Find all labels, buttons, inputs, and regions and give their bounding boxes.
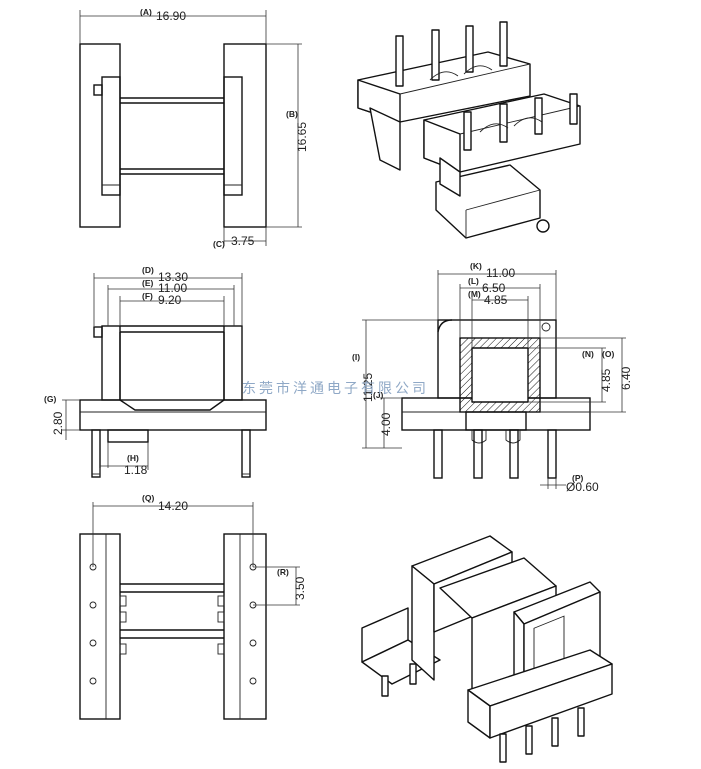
dimension-f-label: (F)	[142, 291, 153, 301]
dimension-k-value: 11.00	[486, 266, 515, 280]
dimension-i-value: 11.25	[361, 373, 375, 402]
dimension-c: (C) 3.75	[213, 227, 267, 249]
dimension-a-label: (A)	[140, 7, 152, 17]
dimension-n: (N) 4.85	[528, 347, 613, 403]
dimension-k-label: (K)	[470, 261, 482, 271]
dimension-l-value: 6.50	[482, 281, 506, 295]
dimension-k: (K) 11.00	[437, 261, 557, 320]
dimension-f-value: 9.20	[158, 293, 182, 307]
dimension-q: (Q) 14.20	[92, 493, 254, 567]
dimension-o-label: (O)	[602, 349, 614, 359]
dimension-i: (I) 11.25	[352, 319, 438, 449]
dimension-c-label: (C)	[213, 239, 225, 249]
dimension-o-value: 6.40	[619, 366, 633, 390]
dimension-f: (F) 9.20	[119, 291, 225, 326]
dimension-r: (R) 3.50	[253, 566, 307, 606]
dimension-a: (A) 16.90	[79, 7, 267, 44]
front-view	[79, 325, 267, 478]
dimension-e-value: 11.00	[158, 281, 187, 295]
dimension-r-value: 3.50	[293, 576, 307, 600]
dimension-g-value: 2.80	[51, 411, 65, 435]
dimension-b-label: (B)	[286, 109, 298, 119]
dimension-m-label: (M)	[468, 289, 481, 299]
company-watermark: 东莞市洋通电子有限公司	[242, 380, 429, 397]
top-view	[79, 43, 267, 228]
dimension-b-value: 16.65	[295, 122, 309, 152]
isometric-view-bottom	[361, 535, 613, 763]
isometric-view-top	[357, 21, 581, 239]
dimension-q-value: 14.20	[158, 499, 188, 513]
dimension-l: (L) 6.50	[459, 276, 541, 338]
core-window-hatched	[459, 337, 541, 413]
dimension-a-value: 16.90	[156, 9, 186, 23]
dimension-p-value: Ø0.60	[566, 480, 599, 494]
dimension-n-value: 4.85	[599, 368, 613, 392]
dimension-p-label: (P)	[572, 473, 584, 483]
dimension-b: (B) 16.65	[266, 43, 309, 228]
dimension-d-label: (D)	[142, 265, 154, 275]
dimension-g: (G) 2.80	[44, 394, 80, 440]
dimension-g-label: (G)	[44, 394, 56, 404]
dimension-h-label: (H)	[127, 453, 139, 463]
dimension-h: (H) 1.18	[99, 442, 149, 477]
dimension-e-label: (E)	[142, 278, 154, 288]
bottom-view	[79, 533, 267, 720]
dimension-p: (P) Ø0.60	[540, 473, 599, 494]
dimension-d-value: 13.30	[158, 270, 188, 284]
dimension-j-label: (J)	[373, 390, 384, 400]
dimension-h-value: 1.18	[124, 463, 148, 477]
dimension-l-label: (L)	[468, 276, 479, 286]
dimension-m-value: 4.85	[484, 293, 508, 307]
dimension-r-label: (R)	[277, 567, 289, 577]
dimension-n-label: (N)	[582, 349, 594, 359]
dimension-j: (J) 4.00	[373, 390, 402, 448]
dimension-c-value: 3.75	[231, 234, 255, 248]
dimension-o: (O) 6.40	[540, 337, 633, 413]
dimension-q-label: (Q)	[142, 493, 154, 503]
dimension-j-value: 4.00	[379, 412, 393, 436]
dimension-d: (D) 13.30	[93, 265, 243, 326]
dimension-e: (E) 11.00	[107, 278, 235, 326]
dimension-i-label: (I)	[352, 352, 360, 362]
dimension-m: (M) 4.85	[468, 289, 529, 348]
